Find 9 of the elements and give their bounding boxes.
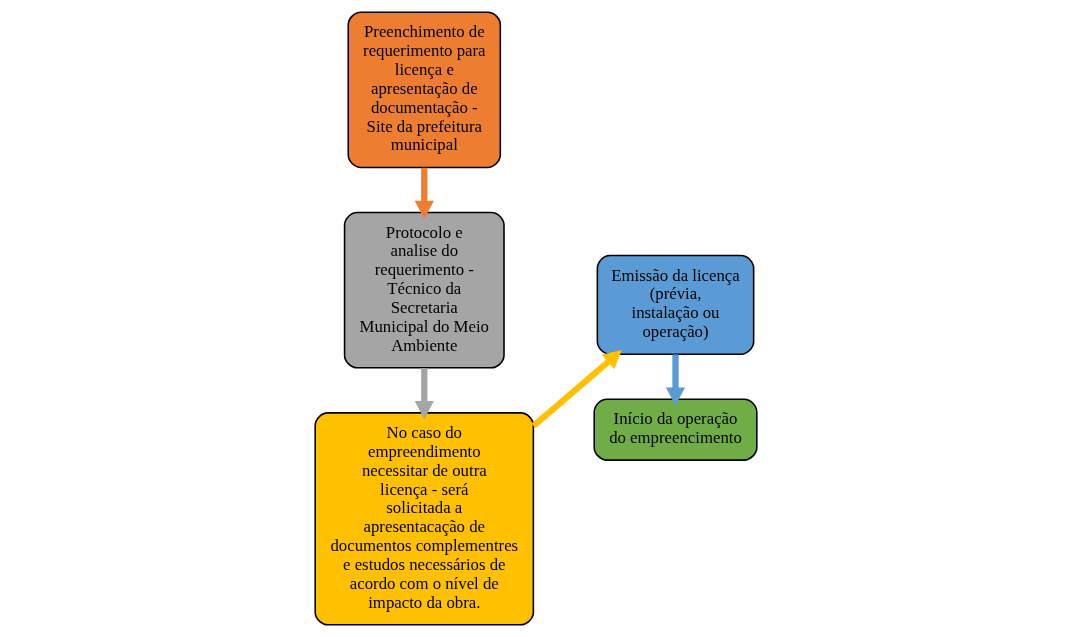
arrow — [414, 167, 434, 220]
node-box: Protocolo e analise do requerimento - Técnico da Secretaria Municipal do Meio Ambiente — [343, 211, 505, 369]
node-box: Início da operação do empreencimento — [592, 398, 758, 461]
arrow — [530, 350, 622, 429]
arrow — [665, 354, 685, 406]
arrow — [414, 368, 434, 420]
node-box: No caso do empreendimento necessitar de outra licença - será solicitada a apresentacação de documentos complementres e estudos necessários de acordo com o nível de impacto da obra. — [313, 412, 534, 626]
node-box: Preenchimento de requerimento para licença e apresentação de documentação - Site da prefeitura municipal — [346, 11, 501, 169]
node-box: Emissão da licença (prévia, instalação ou operação) — [596, 254, 754, 355]
